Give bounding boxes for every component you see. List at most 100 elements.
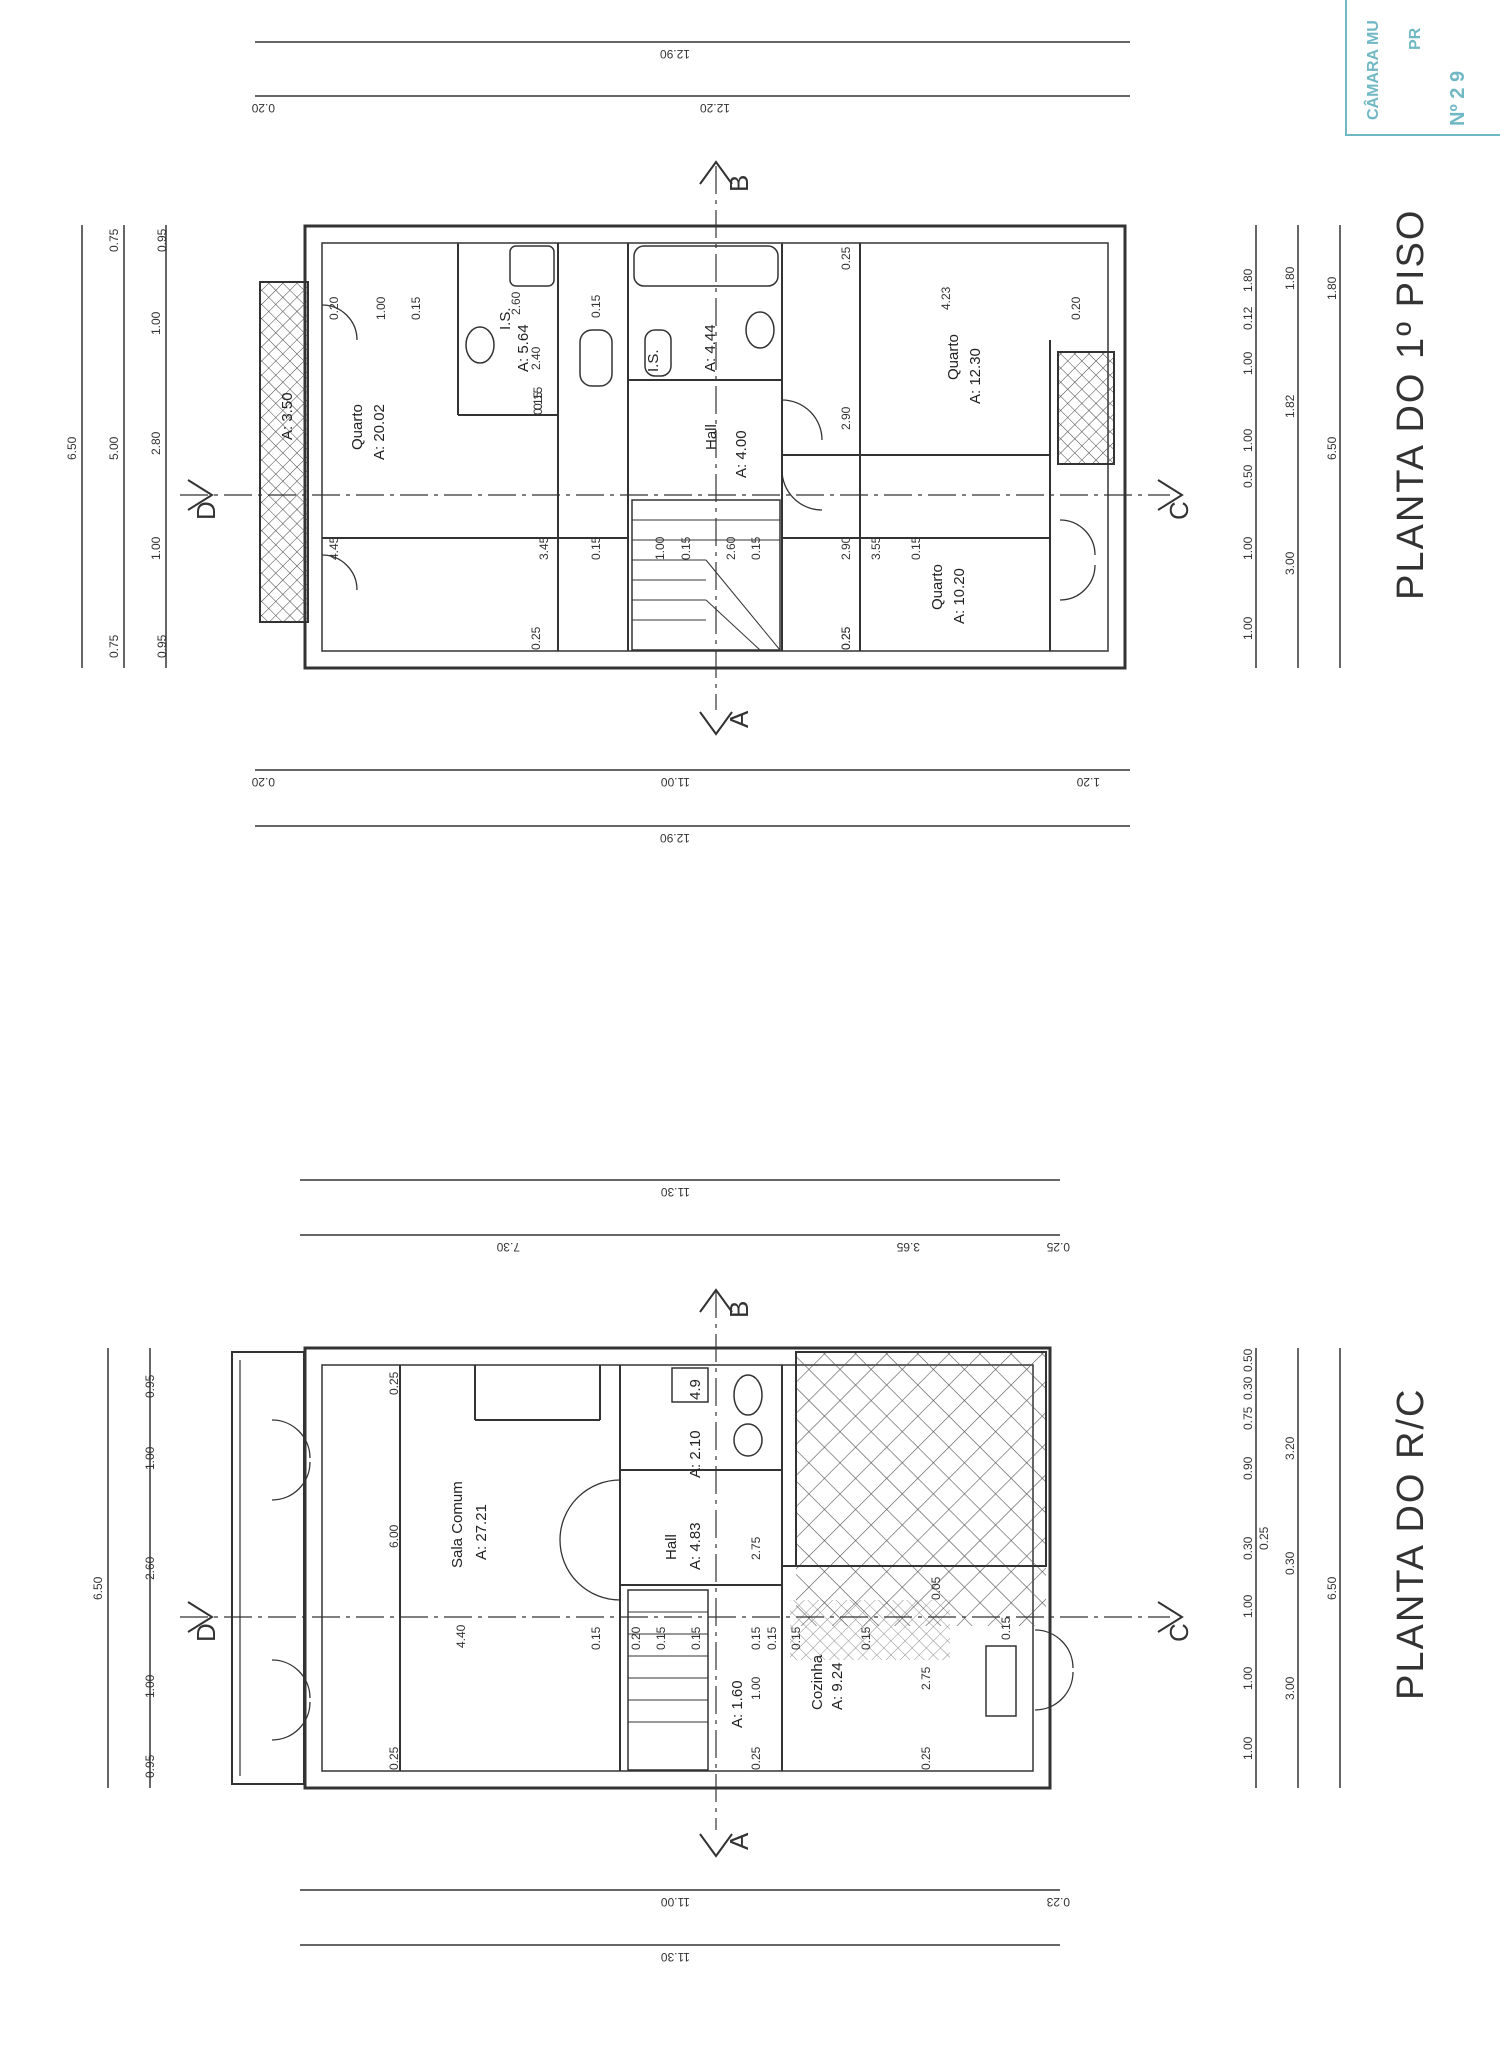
lower-dim-right-9: 0.25 (1257, 1526, 1271, 1550)
lower-dim-right-2: 0.75 (1241, 1406, 1255, 1430)
room-quarto-1-area: A: 20.02 (371, 404, 388, 460)
room-cozinha-name: Cozinha (809, 1654, 826, 1710)
room-cozinha-area: A: 9.24 (829, 1662, 846, 1710)
lower-dim-bottom-1: 0.23 (1046, 1895, 1070, 1909)
lower-dim-inner-5: 0.20 (629, 1626, 643, 1650)
upper-dim-right-5: 1.00 (1241, 616, 1255, 640)
lower-dim-inner-17: 0.15 (999, 1616, 1013, 1640)
ground-floor-plan (107, 1179, 1341, 1946)
upper-dim-right-0: 1.80 (1241, 268, 1255, 292)
upper-dim-left-2: 0.95 (155, 228, 169, 252)
lower-dim-top-3: 0.25 (1046, 1240, 1070, 1254)
municipal-stamp: CÂMARA MU PR Nº 2 9 (1345, 0, 1500, 136)
lower-dim-left-4: 1.00 (143, 1674, 157, 1698)
lower-dim-right-11: 3.00 (1283, 1676, 1297, 1700)
upper-dim-inner-14: 0.15 (679, 536, 693, 560)
upper-dim-inner-9: 0.15 (531, 391, 545, 415)
marker-b-upper: B (724, 175, 754, 192)
lower-dim-inner-10: 0.15 (765, 1626, 779, 1650)
section-arrows (187, 160, 1184, 1858)
room-quarto-3-name: Quarto (929, 564, 946, 610)
lower-dim-right-10: 0.30 (1283, 1551, 1297, 1575)
upper-dim-top-2: 12.20 (700, 101, 730, 115)
marker-b-lower: B (724, 1301, 754, 1318)
lower-dim-right-7: 1.00 (1241, 1736, 1255, 1760)
lower-dim-right-3: 0.90 (1241, 1456, 1255, 1480)
upper-dim-inner-0: 0.20 (327, 296, 341, 320)
upper-dim-inner-3: 2.60 (509, 291, 523, 315)
lower-dim-inner-15: 0.25 (919, 1746, 933, 1770)
room-storage-area: A: 1.60 (729, 1680, 746, 1728)
lower-dim-top-1: 7.30 (496, 1240, 520, 1254)
upper-dim-left-4: 5.00 (107, 436, 121, 460)
upper-dim-inner-20: 0.25 (839, 626, 853, 650)
room-quarto-1-name: Quarto (349, 404, 366, 450)
lower-dim-bottom-2: 11.30 (661, 1950, 690, 1964)
lower-dim-inner-18: 0.25 (749, 1746, 763, 1770)
marker-d-upper: D (191, 501, 221, 520)
upper-dim-inner-15: 2.60 (724, 536, 738, 560)
room-balcony-area: A: 3.50 (279, 392, 296, 440)
marker-c-upper: C (1164, 501, 1194, 520)
upper-dim-bottom-2: 1.20 (1076, 775, 1100, 789)
upper-dim-left-1: 0.75 (107, 228, 121, 252)
lower-room-labels: Sala Comum A: 27.21 A: 2.10 4.9 Hall A: … (449, 1379, 846, 1728)
upper-dim-inner-5: 0.15 (589, 294, 603, 318)
upper-dim-left-8: 0.75 (107, 634, 121, 658)
upper-dim-inner-23: 2.90 (839, 406, 853, 430)
lower-dim-inner-12: 0.15 (789, 1626, 803, 1650)
upper-dim-right-7: 1.80 (1283, 266, 1297, 290)
lower-dim-inner-6: 0.15 (654, 1626, 668, 1650)
upper-dim-inner-2: 0.15 (409, 296, 423, 320)
room-is-2-name: I.S. (645, 349, 662, 372)
lower-dim-right-8: 3.20 (1283, 1436, 1297, 1460)
lower-dim-left-5: 0.95 (143, 1754, 157, 1778)
room-is-2-area: A: 4.44 (702, 324, 719, 372)
upper-dim-inner-18: 0.15 (909, 536, 923, 560)
lower-dim-bottom-0: 11.00 (661, 1895, 690, 1909)
upper-dim-inner-22: 2.90 (839, 536, 853, 560)
room-quarto-2-area: A: 12.30 (967, 348, 984, 404)
upper-dim-right-4: 1.00 (1241, 536, 1255, 560)
upper-dim-inner-1: 1.00 (374, 296, 388, 320)
upper-dim-bottom-1: 11.00 (661, 775, 690, 789)
upper-dim-inner-10: 4.45 (327, 536, 341, 560)
upper-dim-inner-16: 0.15 (749, 536, 763, 560)
upper-dim-left-0: 6.50 (65, 436, 79, 460)
lower-dim-right-0: 0.50 (1241, 1348, 1255, 1372)
upper-dim-top-0: 12.90 (660, 47, 690, 61)
lower-dim-top-0: 11.30 (661, 1185, 690, 1199)
upper-dim-bottom-0: 0.20 (251, 775, 275, 789)
stamp-line-1: CÂMARA MU (1365, 20, 1382, 120)
upper-dim-inner-6: 4.23 (939, 286, 953, 310)
room-sala-comum-name: Sala Comum (449, 1481, 466, 1568)
room-quarto-2-name: Quarto (945, 334, 962, 380)
lower-dim-right-12: 6.50 (1325, 1576, 1339, 1600)
lower-dim-left-1: 0.95 (143, 1374, 157, 1398)
lower-dim-left-3: 2.60 (143, 1556, 157, 1580)
upper-dim-inner-24: 0.25 (839, 626, 853, 650)
lower-dim-right-6: 1.00 (1241, 1666, 1255, 1690)
room-wc-area: A: 2.10 (687, 1430, 704, 1478)
room-hall-lower-area: A: 4.83 (687, 1522, 704, 1570)
upper-dim-right-1: 1.00 (1241, 351, 1255, 375)
upper-dim-inner-17: 3.55 (869, 536, 883, 560)
lower-dim-inner-7: 0.15 (689, 1626, 703, 1650)
upper-dim-right-6: 0.12 (1241, 306, 1255, 330)
lower-dim-inner-1: 6.00 (387, 1524, 401, 1548)
lower-dim-inner-9: 2.75 (749, 1536, 763, 1560)
lower-dim-left-2: 1.00 (143, 1446, 157, 1470)
room-sala-comum-area: A: 27.21 (473, 1504, 490, 1560)
lower-dim-inner-2: 4.40 (454, 1624, 468, 1648)
stamp-line-2: PR (1407, 27, 1424, 50)
upper-dim-inner-21: 0.25 (839, 246, 853, 270)
lower-dim-top-2: 3.65 (896, 1240, 920, 1254)
room-hall-upper-name: Hall (703, 424, 720, 450)
title-ground-floor: PLANTA DO R/C (1390, 1387, 1432, 1700)
lower-dim-inner-13: 0.15 (859, 1626, 873, 1650)
marker-d-lower: D (191, 1623, 221, 1642)
section-letters: B A D C B A D C (191, 175, 1194, 1850)
upper-dim-top-1: 0.20 (251, 101, 275, 115)
upper-dim-left-3: 1.00 (149, 311, 163, 335)
